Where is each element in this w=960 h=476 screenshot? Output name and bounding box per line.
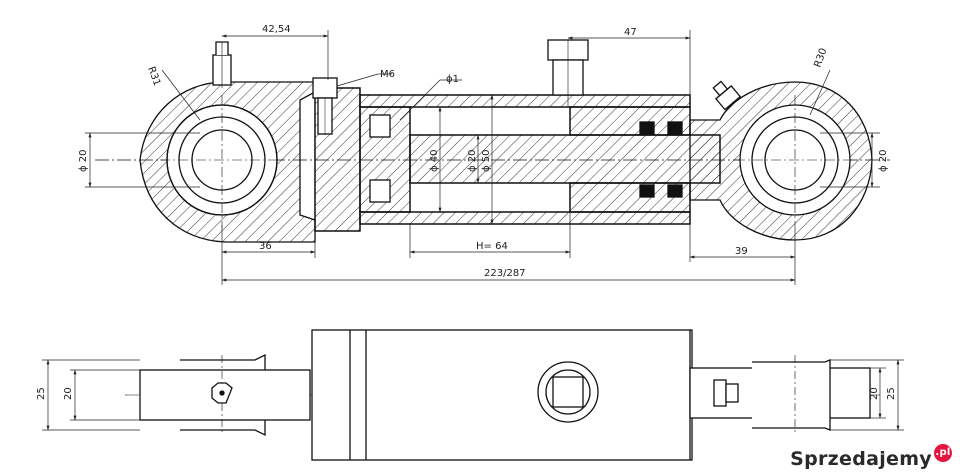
right-port: [547, 39, 589, 107]
side-view-dimensions: [85, 30, 880, 285]
tube-bottom-wall: [359, 211, 691, 225]
top-right-grease-nipple: [713, 379, 739, 407]
dim-top-left-outer: 25: [36, 387, 47, 400]
dim-tube-dia: ϕ 50: [481, 150, 492, 173]
left-grease-nipple: [212, 41, 232, 88]
dim-right-eye: 39: [735, 246, 748, 257]
dim-left-eye: 36: [259, 241, 272, 252]
top-view-dimensions: [42, 359, 904, 431]
dim-piston-dia: ϕ 40: [429, 150, 440, 173]
dim-top-left: 42,54: [262, 24, 291, 35]
top-view: [125, 329, 880, 461]
dim-top-right-outer: 25: [886, 387, 897, 400]
watermark-tld: .pl: [934, 444, 952, 462]
dim-right-bore: ϕ 20: [878, 150, 889, 173]
dim-small-dia: ϕ1: [446, 74, 459, 85]
top-tube: [311, 329, 693, 461]
dim-left-bore: ϕ 20: [78, 150, 89, 173]
watermark-logo: Sprzedajemy .pl: [790, 444, 952, 470]
dim-right-radius: R30: [812, 47, 829, 69]
right-grease-nipple: [712, 80, 742, 111]
dim-top-right-inner: 20: [869, 387, 880, 400]
dim-rod-dia: ϕ 20: [467, 150, 478, 173]
dim-stroke: H= 64: [476, 241, 508, 252]
side-section-view: [95, 39, 890, 243]
watermark-text: Sprzedajemy: [790, 448, 932, 470]
dim-thread-m6: M6: [380, 69, 395, 80]
dim-left-radius: R31: [145, 65, 162, 87]
dim-total-length: 223/287: [484, 268, 526, 279]
dim-top-right: 47: [624, 27, 637, 38]
tube-top-wall: [359, 94, 691, 108]
top-view-labels: 25 20 20 25: [36, 387, 897, 400]
piston-rod: [409, 134, 721, 184]
m6-port: [312, 77, 338, 135]
dim-top-left-inner: 20: [63, 387, 74, 400]
